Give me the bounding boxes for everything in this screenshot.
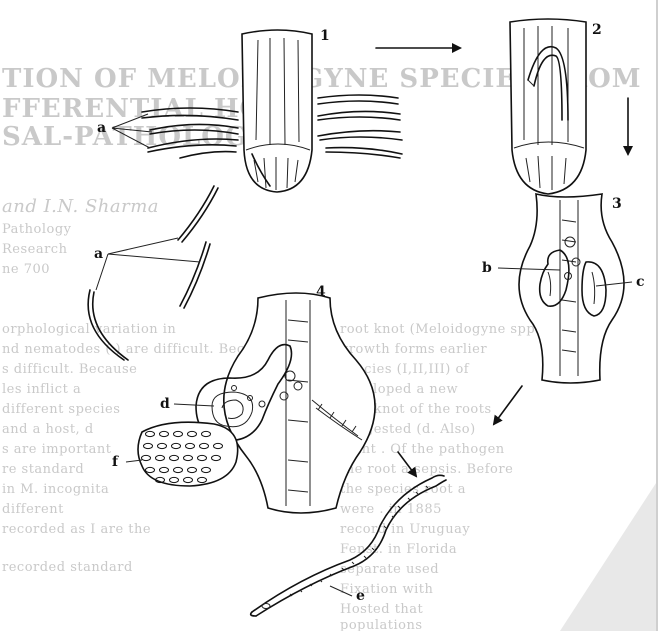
stage-1-root-tip xyxy=(242,30,312,192)
label-c: c xyxy=(636,274,645,290)
label-d-pointer xyxy=(174,404,214,406)
stage-2-root-tip xyxy=(510,19,586,194)
juvenile-nematodes-free xyxy=(88,186,218,360)
stage-4-gall xyxy=(196,293,375,513)
juvenile-nematodes-right xyxy=(318,95,402,158)
stage-1-number: 1 xyxy=(320,28,330,44)
label-e-pointer xyxy=(330,586,352,596)
label-a-middle: a xyxy=(94,246,103,262)
stage-3-number: 3 xyxy=(612,196,622,212)
label-a-top: a xyxy=(97,120,106,136)
egg-mass xyxy=(138,422,238,486)
stage-2-number: 2 xyxy=(592,22,602,38)
label-e: e xyxy=(356,588,365,604)
label-b: b xyxy=(482,260,492,276)
stage-3-swollen-root xyxy=(519,194,624,383)
page-corner-shadow xyxy=(560,480,658,631)
arrow-stage-3-to-4 xyxy=(494,386,522,424)
arrow-stage-4-to-e xyxy=(398,452,416,476)
label-f: f xyxy=(112,454,119,470)
juvenile-nematodes-left xyxy=(142,108,238,158)
label-d: d xyxy=(160,396,170,412)
stage-4-number: 4 xyxy=(316,284,326,300)
